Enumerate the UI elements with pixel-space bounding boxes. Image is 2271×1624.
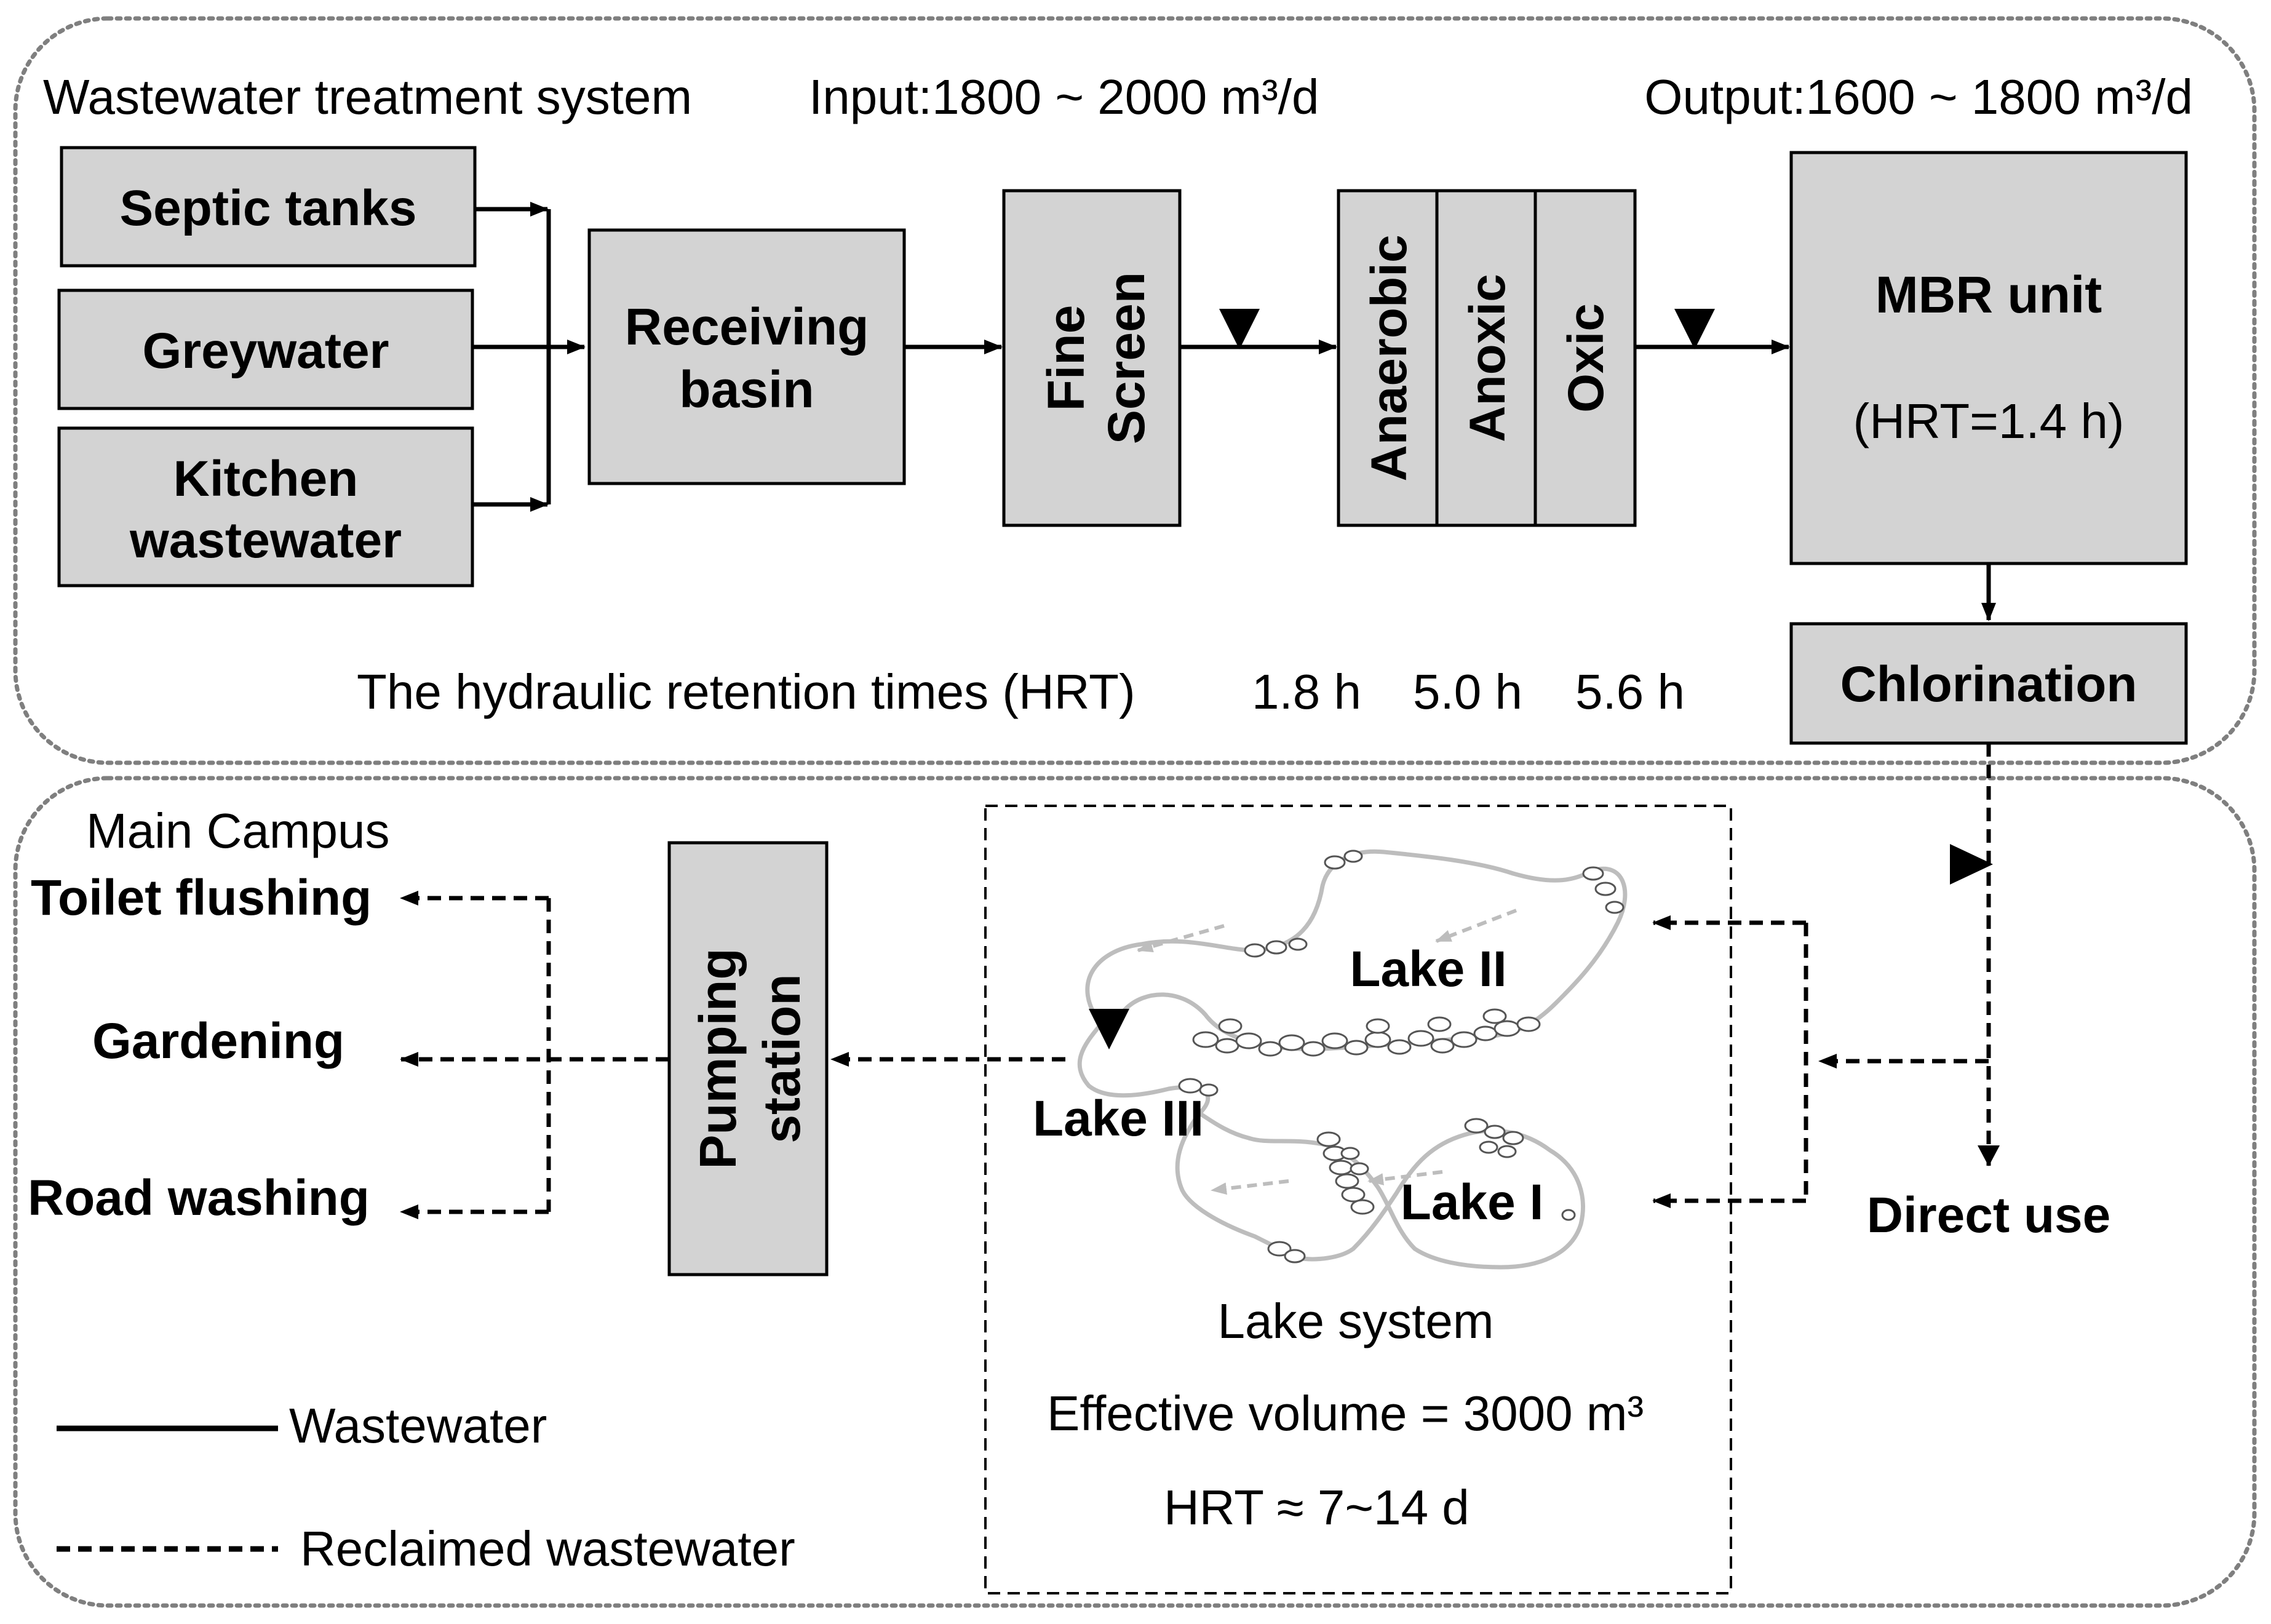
direct-use-arrowhead: [1978, 1145, 2000, 1166]
flow-marker-triangle: [1089, 1009, 1129, 1049]
fine-screen-label-line1: Fine: [1037, 305, 1095, 412]
lake-internal-flow-arrows: [1137, 909, 1517, 1195]
flow-marker-triangle: [1950, 844, 1993, 885]
mbr-hrt-label: (HRT=1.4 h): [1853, 394, 2125, 448]
gardening-label: Gardening: [92, 1013, 344, 1069]
receiving-label-line1: Receiving: [625, 298, 869, 356]
toilet-flushing-label: Toilet flushing: [31, 870, 372, 926]
direct-use-label: Direct use: [1867, 1187, 2111, 1243]
septic-tanks-label: Septic tanks: [119, 180, 416, 236]
pumping-label-line1: Pumping: [689, 948, 747, 1169]
hrt-anaerobic-value: 1.8 h: [1252, 664, 1361, 719]
aao-tank-box: [1337, 189, 1637, 527]
lake-volume-label: Effective volume = 3000 m³: [1047, 1386, 1644, 1441]
lake-i-label: Lake I: [1401, 1174, 1543, 1230]
receiving-label-line2: basin: [679, 360, 814, 418]
kitchen-label-line2: wastewater: [129, 512, 402, 568]
output-flow-label: Output:1600 ~ 1800 m³/d: [1644, 70, 2193, 124]
hrt-oxic-value: 5.6 h: [1575, 664, 1685, 719]
anoxic-label: Anoxic: [1460, 274, 1516, 442]
lake-ii-label: Lake II: [1350, 941, 1506, 997]
chlorination-box: [1789, 622, 2188, 745]
main-campus-title: Main Campus: [86, 803, 390, 858]
greywater-box: [57, 289, 474, 410]
road-washing-label: Road washing: [28, 1170, 370, 1226]
mbr-unit-label: MBR unit: [1875, 266, 2102, 324]
chlorination-label: Chlorination: [1840, 656, 2138, 712]
flow-marker-triangle: [1219, 309, 1260, 349]
treatment-system-panel: [13, 16, 2257, 765]
legend-reclaimed-label: Reclaimed wastewater: [300, 1521, 795, 1576]
lake-hrt-label: HRT ≈ 7~14 d: [1164, 1480, 1470, 1535]
anaerobic-label: Anaerobic: [1361, 235, 1417, 482]
hrt-anoxic-value: 5.0 h: [1413, 664, 1522, 719]
mbr-unit-box: [1789, 151, 2188, 565]
lake-system-label: Lake system: [1217, 1294, 1493, 1348]
receiving-basin-box: [587, 228, 906, 485]
input-flow-label: Input:1800 ~ 2000 m³/d: [809, 70, 1319, 124]
kitchen-label-line1: Kitchen: [173, 451, 359, 507]
flow-marker-triangle: [1674, 309, 1715, 349]
septic-tanks-box: [60, 146, 477, 268]
kitchen-wastewater-box: [57, 426, 474, 587]
oxic-label: Oxic: [1558, 303, 1614, 413]
lake-ii-flow-arrow: [1435, 909, 1517, 943]
lake-rock-clusters: [1178, 850, 1625, 1264]
fine-screen-label-line2: Screen: [1097, 272, 1155, 444]
lake-iii-flow-arrow: [1211, 1179, 1289, 1195]
main-campus-panel: [13, 776, 2257, 1608]
lake-i-flow-arrow: [1367, 1170, 1443, 1185]
legend-wastewater-label: Wastewater: [289, 1398, 547, 1453]
pumping-label-line2: station: [753, 974, 811, 1143]
greywater-label: Greywater: [142, 323, 389, 379]
treatment-system-title: Wastewater treatment system: [43, 70, 692, 124]
fine-screen-box: [1002, 189, 1182, 527]
lake-iii-label: Lake III: [1033, 1091, 1204, 1147]
hrt-label: The hydraulic retention times (HRT): [357, 664, 1136, 719]
